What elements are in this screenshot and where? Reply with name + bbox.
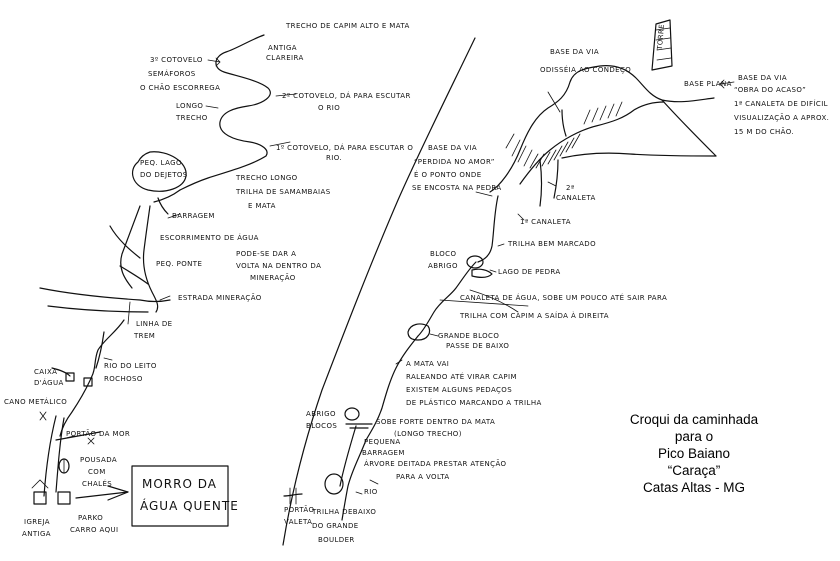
label-perdida-3: SE ENCOSTA NA PEDRA [412,184,502,192]
label-longo-trecho: TRECHO [175,114,208,122]
right-labels: BASE DA VIA ODISSÉIA AO CONDEÇO TORRE BA… [284,24,829,544]
label-base-via-mid: BASE DA VIA [428,144,477,152]
label-antiga-clareira: CLAREIRA [266,54,304,62]
label-boulder: BOULDER [318,536,355,544]
label-arvore: ÁRVORE DEITADA PRESTAR ATENÇÃO [364,459,507,468]
label-mata-3: EXISTEM ALGUNS PEDAÇOS [406,386,512,394]
label-peq-ponte: PEQ. PONTE [156,260,202,268]
label-grande-passe: PASSE DE BAIXO [446,342,509,350]
label-pequena-barragem: BARRAGEM [362,449,405,457]
title-line-5: Catas Altas - MG [643,480,745,495]
right-relief [475,19,735,207]
label-cotovelo1-rio: RIO. [326,154,342,162]
label-portao: PORTÃO DA MOR [66,429,130,438]
label-lago-dejetos: DO DEJETOS [140,171,188,179]
label-arvore-volta: PARA A VOLTA [396,473,450,481]
label-odisseia: ODISSÉIA AO CONDEÇO [540,65,631,74]
label-canaleta-2: VISUALIZAÇÃO A APROX. [734,113,829,122]
label-torre: TORRE [656,24,666,52]
label-mata-2: RALEANDO ATÉ VIRAR CAPIM [406,372,517,381]
label-base-plana: BASE PLANA [684,80,732,88]
label-caixa: CAIXA [34,368,57,376]
label-trilha-samambaias: TRILHA DE SAMAMBAIAS [235,188,331,196]
label-chao-escorrega: O CHÃO ESCORREGA [140,83,220,92]
label-barragem: BARRAGEM [172,212,215,220]
label-trilha-capim: TRILHA COM CAPIM A SAÍDA À DIREITA [459,311,609,320]
label-igreja-antiga: ANTIGA [22,530,51,538]
label-canaleta-3: 15 M DO CHÃO. [734,127,794,136]
left-trail [31,34,297,505]
title-line-1: Croqui da caminhada [630,412,759,427]
label-canaleta-agua: CANALETA DE ÁGUA, SOBE UM POUCO ATÉ SAIR… [460,293,667,302]
label-pequena: PEQUENA [364,438,401,446]
label-trilha-debaixo: TRILHA DEBAIXO [311,508,376,516]
label-parco-carro: CARRO AQUI [70,526,119,534]
label-rio-leito: RIO DO LEITO [104,362,157,370]
label-canaleta1: 1ª CANALETA [520,218,571,226]
title-line-4: “Caraça” [668,463,721,478]
label-perdida-2: É O PONTO ONDE [414,170,482,179]
label-bloco-abrigo: ABRIGO [428,262,458,270]
label-linha: LINHA DE [136,320,173,328]
label-perdida-1: “PERDIDA NO AMOR” [414,158,495,166]
map-divider-line [282,37,476,546]
label-canaleta-1: 1ª CANALETA DE DIFÍCIL [734,99,828,108]
label-rio: RIO [364,488,378,496]
label-portao-right: PORTÃO [284,505,314,514]
label-lago: PEQ. LAGO [140,159,182,167]
title-line-3: Pico Baiano [658,446,730,461]
label-do-grande: DO GRANDE [312,522,359,530]
label-estrada: ESTRADA MINERAÇÃO [178,293,262,302]
label-morro-agua: ÁGUA QUENTE [140,498,239,513]
label-rio-rochoso: ROCHOSO [104,375,143,383]
label-pousada: POUSADA [80,456,117,464]
right-trail [283,181,557,521]
label-pode-2: VOLTA NA DENTRO DA [236,262,321,270]
label-base-via-top: BASE DA VIA [550,48,599,56]
label-grande-bloco: GRANDE BLOCO [438,332,499,340]
label-bloco: BLOCO [430,250,456,258]
label-trecho-capim: TRECHO DE CAPIM ALTO E MATA [285,22,410,30]
label-cotovelo3: 3º COTOVELO [150,56,203,64]
label-mata-4: DE PLÁSTICO MARCANDO A TRILHA [406,398,542,407]
label-canaleta2-num: 2ª [566,184,575,192]
label-canaleta2: CANALETA [556,194,596,202]
label-antiga: ANTIGA [268,44,297,52]
label-igreja: IGREJA [24,518,50,526]
label-mata-1: A MATA VAI [406,360,449,368]
label-abrigo: ABRIGO [306,410,336,418]
morro-box [131,465,229,527]
title-line-2: para o [675,429,713,444]
label-pode-3: MINERAÇÃO [250,273,296,282]
label-sobe-forte: SOBE FORTE DENTRO DA MATA [376,418,495,426]
label-pode-1: PODE-SE DAR A [236,250,296,258]
label-semaforos: SEMÁFOROS [148,69,196,78]
label-e-mata: E MATA [248,202,276,210]
label-cano: CANO METÁLICO [4,397,67,406]
label-cotovelo2-rio: O RIO [318,104,340,112]
title-block: Croqui da caminhada para o Pico Baiano “… [630,412,759,495]
label-morro: MORRO DA [142,477,217,491]
label-cotovelo2: 2º COTOVELO, DÁ PARA ESCUTAR [282,91,411,100]
left-labels: TRECHO DE CAPIM ALTO E MATA ANTIGA CLARE… [4,22,413,538]
label-escorrimento: ESCORRIMENTO DE ÁGUA [160,233,259,242]
label-base-via-right: BASE DA VIA [738,74,787,82]
label-longo-trecho-right: (LONGO TRECHO) [394,430,462,438]
label-abrigo-blocos: BLOCOS [306,422,337,430]
label-linha-trem: TREM [133,332,155,340]
label-parco: PARKO [78,514,103,522]
label-caixa-dagua: D'ÁGUA [34,378,64,387]
label-valeta: VALETA [284,518,312,526]
label-obra: “OBRA DO ACASO” [734,86,806,94]
label-pousada-chales: CHALÉS [82,479,112,488]
label-trilha-marcado: TRILHA BEM MARCADO [507,240,596,248]
label-trecho-longo: TRECHO LONGO [235,174,298,182]
label-lago-pedra: LAGO DE PEDRA [498,268,561,276]
label-longo: LONGO [176,102,203,110]
label-cotovelo1: 1º COTOVELO, DÁ PARA ESCUTAR O [276,143,413,152]
label-pousada-com: COM [88,468,106,476]
